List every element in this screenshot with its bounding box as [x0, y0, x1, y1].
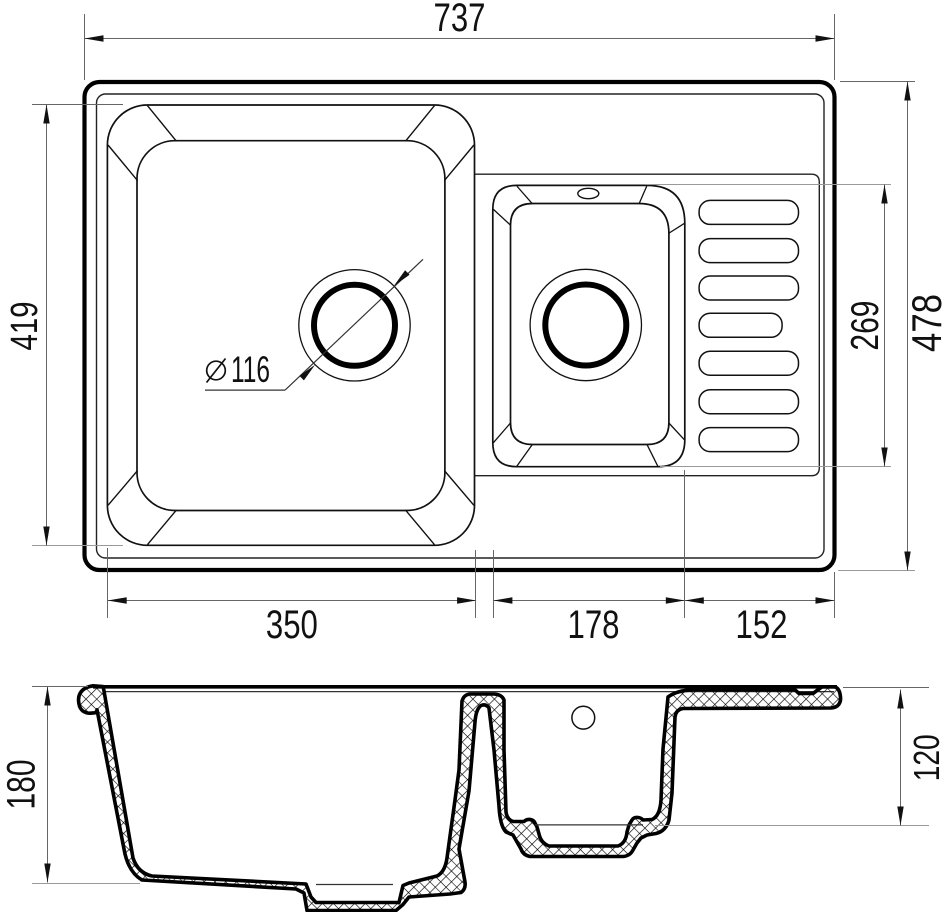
svg-text:120: 120	[906, 734, 946, 781]
svg-text:180: 180	[0, 760, 44, 810]
svg-text:178: 178	[568, 603, 620, 647]
svg-text:478: 478	[903, 294, 946, 352]
svg-text:116: 116	[231, 349, 270, 390]
svg-text:419: 419	[4, 302, 46, 351]
svg-text:737: 737	[434, 0, 486, 40]
svg-text:152: 152	[736, 603, 788, 647]
svg-text:269: 269	[844, 301, 887, 351]
svg-text:350: 350	[266, 603, 318, 647]
